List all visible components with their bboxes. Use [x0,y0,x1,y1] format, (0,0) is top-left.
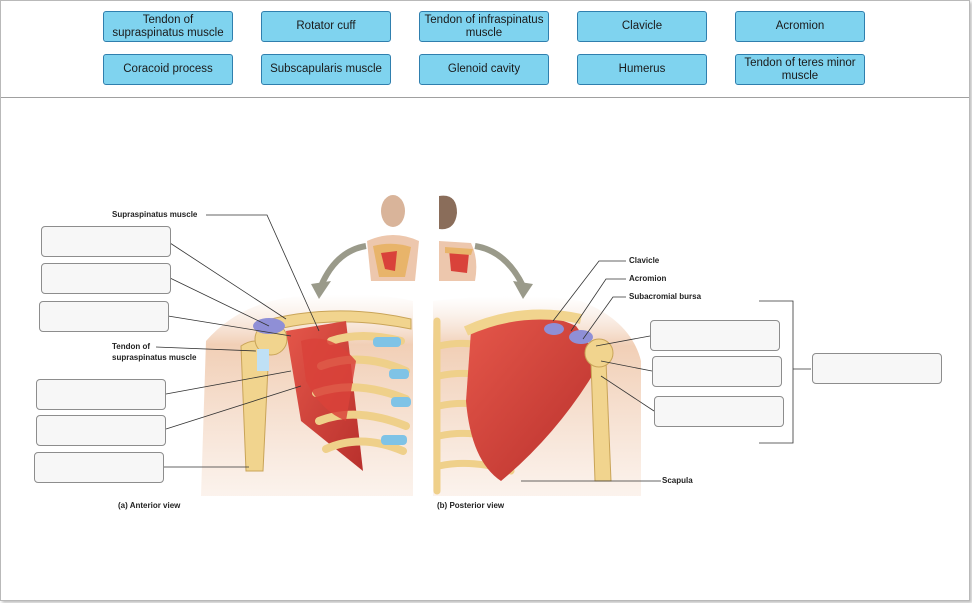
drop-target-2[interactable] [41,263,171,294]
chip-glenoid-cavity[interactable]: Glenoid cavity [419,54,549,85]
drop-target-9[interactable] [654,396,784,427]
chip-tendon-of-infraspinatus-muscle[interactable]: Tendon of infraspinatus muscle [419,11,549,42]
chip-clavicle[interactable]: Clavicle [577,11,707,42]
label-scapula: Scapula [662,476,693,485]
label-tendon-of-line1: Tendon of [112,342,151,351]
mini-torso-posterior-icon [439,195,477,281]
mini-torso-anterior-icon [367,195,419,281]
drop-target-7[interactable] [650,320,780,351]
label-tendon-of-line2: supraspinatus muscle [112,353,197,362]
posterior-shoulder-illustration [433,260,811,496]
arrow-left-icon [318,243,367,288]
caption-anterior-view: (a) Anterior view [118,501,181,510]
label-clavicle: Clavicle [629,256,660,265]
drop-target-4[interactable] [36,379,166,410]
drop-target-1[interactable] [41,226,171,257]
shoulder-illustration [155,195,811,496]
chip-subscapularis-muscle[interactable]: Subscapularis muscle [261,54,391,85]
label-subacromial-bursa: Subacromial bursa [629,292,702,301]
drop-target-6[interactable] [34,452,164,483]
drop-target-8[interactable] [652,356,782,387]
arrow-right-icon [474,243,526,288]
label-supraspinatus-muscle: Supraspinatus muscle [112,210,198,219]
drop-target-3[interactable] [39,301,169,332]
chip-rotator-cuff[interactable]: Rotator cuff [261,11,391,42]
chip-humerus[interactable]: Humerus [577,54,707,85]
chip-tendon-of-teres-minor-muscle[interactable]: Tendon of teres minor muscle [735,54,865,85]
drop-target-10[interactable] [812,353,942,384]
chip-acromion[interactable]: Acromion [735,11,865,42]
word-bank: Tendon of supraspinatus muscle Rotator c… [1,1,969,98]
anterior-shoulder-illustration [155,214,413,496]
chip-tendon-of-supraspinatus-muscle[interactable]: Tendon of supraspinatus muscle [103,11,233,42]
chip-coracoid-process[interactable]: Coracoid process [103,54,233,85]
caption-posterior-view: (b) Posterior view [437,501,505,510]
label-acromion: Acromion [629,274,667,283]
drop-target-5[interactable] [36,415,166,446]
